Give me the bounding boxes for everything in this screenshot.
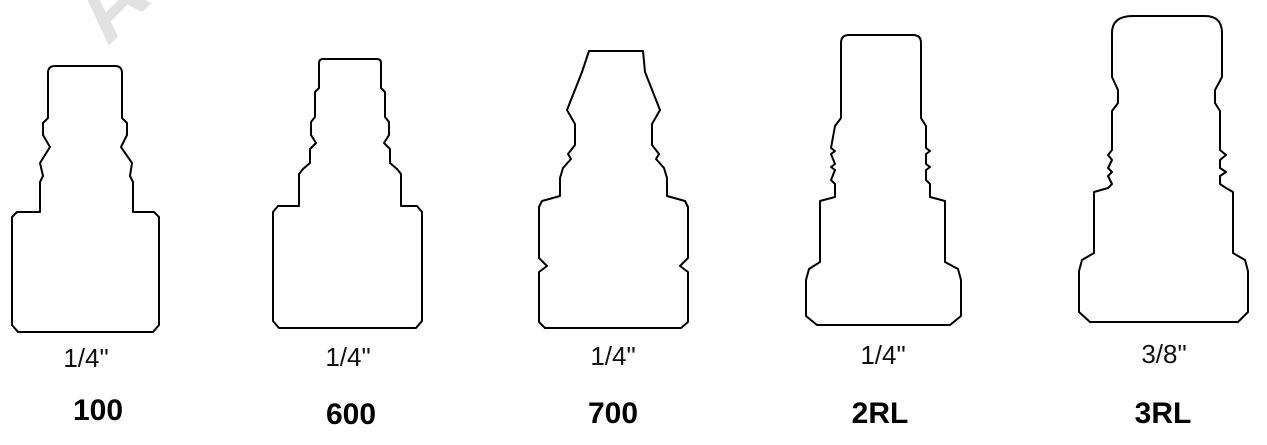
plug-outline-100: [11, 65, 160, 333]
plug-outline-3rl: [1078, 15, 1249, 323]
plug-outline-700: [538, 50, 689, 329]
plug-outline-2rl: [805, 34, 962, 326]
model-label-2rl: 2RL: [851, 397, 909, 430]
size-label-3rl: 3/8": [1141, 339, 1187, 369]
size-label-100: 1/4": [63, 343, 109, 373]
model-label-100: 100: [72, 394, 124, 427]
size-label-600: 1/4": [325, 342, 371, 372]
plug-outline-600: [272, 58, 423, 329]
model-label-3rl: 3RL: [1134, 397, 1192, 430]
model-label-600: 600: [325, 398, 377, 431]
size-label-2rl: 1/4": [860, 340, 906, 370]
size-label-700: 1/4": [590, 341, 636, 371]
model-label-700: 700: [587, 397, 639, 430]
